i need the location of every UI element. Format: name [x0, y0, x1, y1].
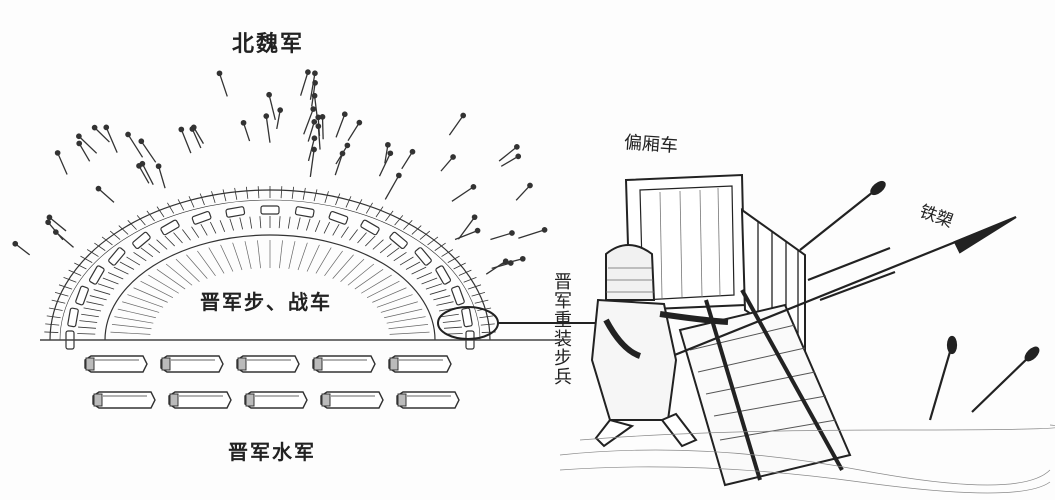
arrow — [315, 96, 318, 117]
arrow — [348, 123, 359, 141]
arrow — [219, 73, 227, 96]
arrow — [318, 126, 320, 149]
shield-cart — [75, 286, 89, 306]
arrow — [518, 230, 544, 238]
arrow — [159, 166, 165, 188]
shield-cart — [68, 308, 79, 327]
navy-boat — [397, 392, 459, 408]
jin-infantry-label: 晋军步、战车 — [200, 286, 332, 315]
shield-cart — [389, 232, 408, 250]
northern-wei-army-label: 北魏军 — [232, 26, 304, 58]
navy-boat — [161, 356, 223, 372]
arrow — [402, 152, 413, 169]
jin-arc-formation — [44, 186, 496, 349]
navy-boat — [321, 392, 383, 408]
arrow — [301, 72, 308, 95]
arrow — [452, 187, 474, 201]
arrow — [277, 110, 280, 129]
shield-cart — [89, 265, 105, 285]
arrow — [269, 95, 275, 120]
arrow — [58, 153, 67, 175]
shield-cart — [329, 211, 349, 225]
navy-boat — [245, 392, 307, 408]
jin-navy-boats — [85, 356, 459, 408]
shield-cart — [192, 211, 212, 225]
navy-boat — [93, 392, 155, 408]
arrow — [181, 129, 191, 153]
arrow — [56, 232, 74, 247]
shield-cart — [435, 265, 451, 285]
arrow — [379, 153, 390, 176]
navy-boat — [169, 392, 231, 408]
arrow — [98, 189, 114, 203]
navy-boat — [389, 356, 451, 372]
arrow — [141, 141, 155, 162]
shield-cart — [226, 206, 245, 217]
arrow — [79, 143, 89, 161]
arrow — [244, 123, 250, 141]
shield-cart — [360, 219, 380, 235]
arrow — [458, 217, 474, 239]
side-cart-label: 偏厢车 — [623, 128, 679, 158]
arrow — [128, 134, 142, 157]
shield-cart — [261, 206, 279, 214]
shield-cart — [461, 308, 472, 327]
shield-cart — [160, 219, 180, 235]
arrow — [516, 185, 530, 200]
wei-arrow-volley — [13, 70, 547, 274]
arrow — [336, 145, 347, 164]
shield-cart — [451, 286, 465, 306]
arrow — [490, 233, 512, 240]
navy-boat — [85, 356, 147, 372]
arrow — [336, 114, 345, 137]
shield-cart — [132, 232, 151, 250]
navy-boat — [237, 356, 299, 372]
arrow — [49, 217, 66, 231]
shield-cart — [108, 247, 126, 266]
arrow — [266, 116, 270, 143]
arrow — [323, 117, 324, 139]
arrow — [455, 231, 478, 240]
heavy-infantry-label: 晋军重装步兵 — [552, 272, 570, 386]
navy-boat — [313, 356, 375, 372]
arrow — [385, 175, 399, 199]
jin-navy-label: 晋军水军 — [228, 436, 316, 465]
shield-cart — [295, 206, 314, 217]
shield-cart — [414, 247, 432, 266]
arrow — [449, 115, 463, 135]
